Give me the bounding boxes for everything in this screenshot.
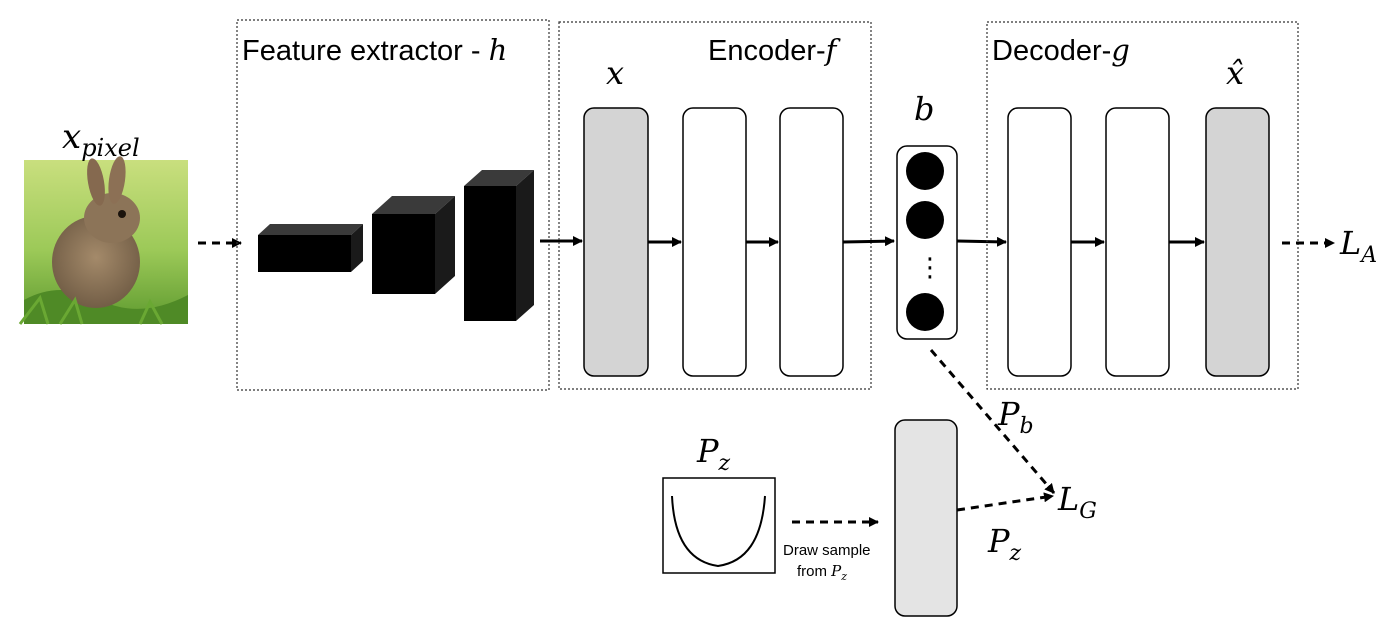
prior-distribution-plot [662,477,776,574]
decoder-title: Decoder-g [992,33,1130,67]
encoder-layer-hidden-2 [779,107,844,377]
feature-block-large [464,170,534,321]
x-hat-label: x̂ [1226,54,1244,92]
feature-block-medium [372,196,455,294]
encoder-layer-hidden-1 [682,107,747,377]
b-label: b [914,90,934,128]
encoder-layer-input [583,107,649,377]
pz-right-label: Pz [987,522,1022,566]
feature-block-small [258,224,363,272]
decoder-layer-hidden-2 [1105,107,1170,377]
rabbit-ear-left [87,158,105,206]
decoder-box [986,21,1299,390]
input-image [18,156,188,325]
x-label: x [606,54,624,92]
feature-extractor-title: Feature extractor - h [242,33,507,67]
arrow-code-to-decoder [956,236,1007,247]
encoder-title: Encoder-f [708,33,842,67]
code-ellipsis: ⋮ [917,252,943,282]
rabbit-ear-right [108,156,126,204]
arrow-code-to-lg [929,349,1056,494]
sample-note-line1: Draw sample [783,542,871,559]
prior-distribution-curve [671,495,766,568]
encoder-box [558,21,872,390]
decoder-layer-hidden-1 [1007,107,1072,377]
input-label: xpixel [62,117,140,162]
pz-plot-label: Pz [696,432,731,476]
code-unit-n [906,293,944,331]
arrow-sample-to-lg [956,492,1054,512]
feature-extractor-box [236,19,550,391]
sample-note-line2: from Pz [797,562,847,583]
decoder-layer-output [1205,107,1270,377]
arrow-enc-to-code [842,236,895,247]
sample-vector [894,419,958,617]
code-unit-2 [906,201,944,239]
rabbit-head [84,193,140,243]
pb-label: Pb [997,395,1034,439]
code-unit-1 [906,152,944,190]
lg-label: LG [1057,480,1097,524]
la-label: LA [1339,224,1377,268]
